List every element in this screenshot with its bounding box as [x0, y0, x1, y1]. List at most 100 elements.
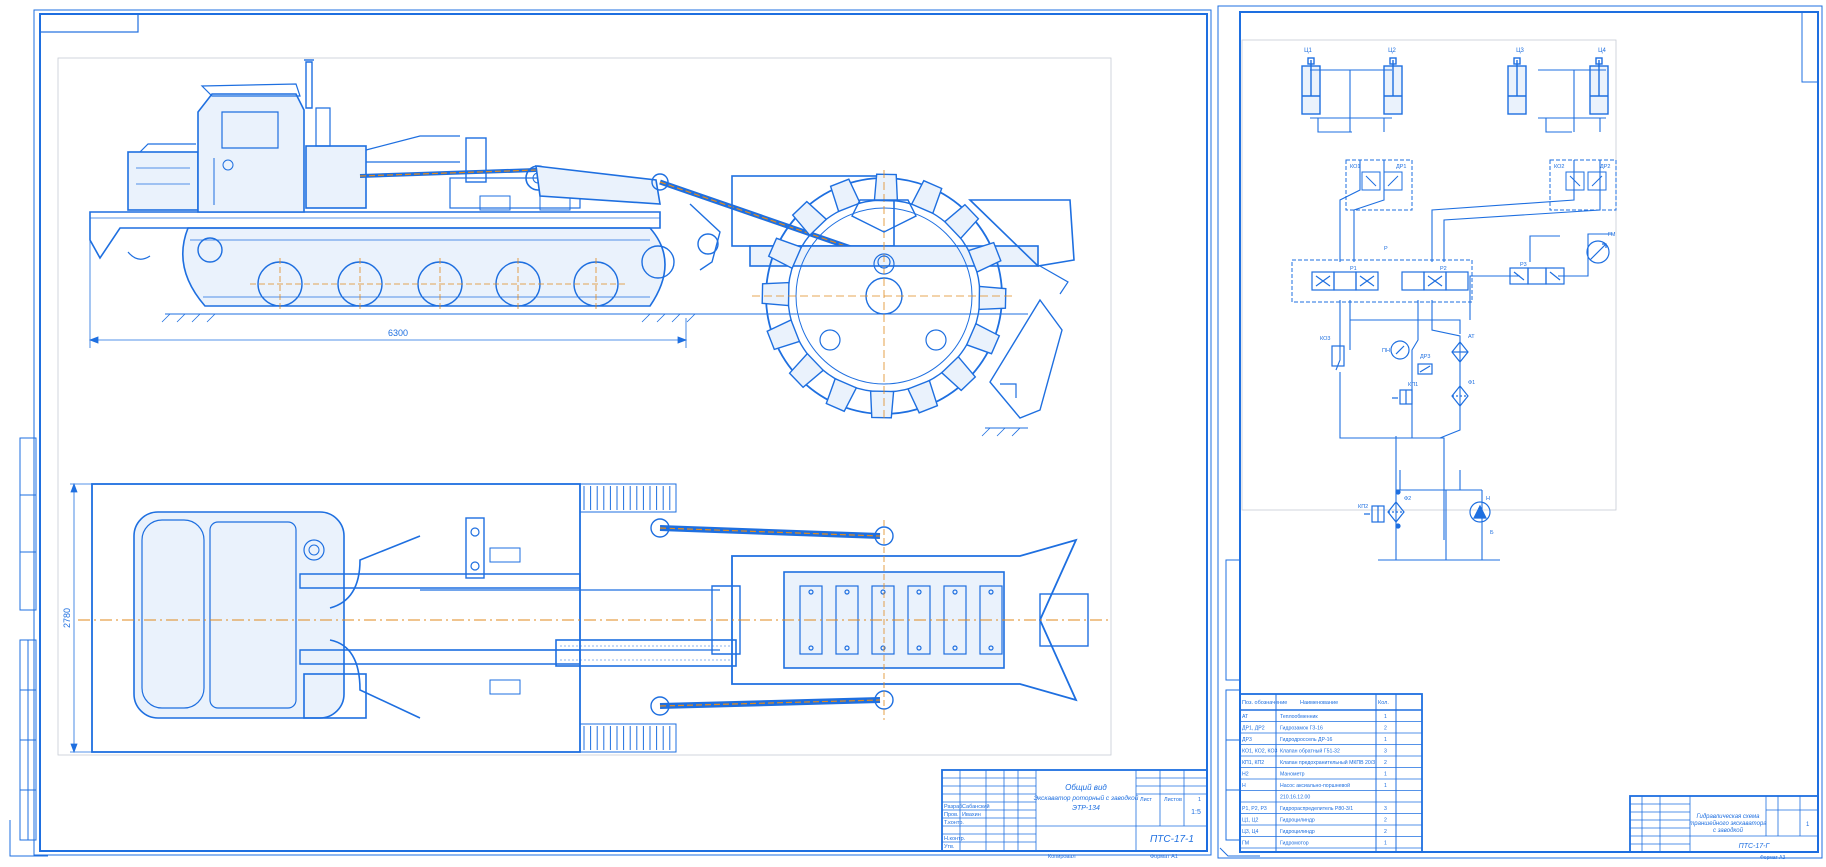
spec-cell: ДР3 [1242, 737, 1252, 743]
svg-text:Н.контр.: Н.контр. [944, 836, 966, 842]
slat-bolt [952, 589, 958, 595]
sheet-1-outer-border [33, 9, 1212, 856]
spec-cell: Теплообменник [1280, 714, 1318, 720]
title-1-line-2: Экскаватор роторный с заводкой [1034, 794, 1139, 802]
svg-text:Р1: Р1 [1350, 266, 1357, 272]
sheet-1[interactable]: 6300 [19, 9, 1212, 860]
dimension-length [88, 238, 688, 348]
svg-text:Р: Р [1384, 246, 1388, 252]
title-2-line-2: траншейного экскаватора [1689, 820, 1767, 827]
sheet-2-outer-border [1217, 5, 1823, 859]
spec-cell: 1 [1384, 737, 1387, 743]
slat-bolt [844, 589, 850, 595]
svg-text:Т.контр.: Т.контр. [944, 820, 964, 826]
top-view: 2780 [62, 482, 1110, 754]
spec-cell: Насос аксиально-поршневой [1280, 782, 1350, 789]
svg-text:Р2: Р2 [1440, 266, 1447, 272]
spec-cell: ГМ [1242, 841, 1249, 847]
spec-cell: ДР1, ДР2 [1242, 726, 1265, 732]
svg-text:Сабанский: Сабанский [962, 803, 990, 810]
rotor-bucket [766, 319, 801, 351]
title-2-line-3: с заводкой [1713, 827, 1744, 834]
boom [535, 165, 661, 205]
rotor-bucket [791, 200, 828, 237]
spec-headers: Поз. обозначение Наименование Кол. [1242, 700, 1389, 706]
spec-cell: Манометр [1280, 772, 1305, 778]
component-labels: КО3 ПН ДР3 АТ КП1 Ф1 КП2 Ф2 Н Б [1320, 334, 1494, 536]
valves-and-filters [1331, 340, 1491, 529]
cylinder-symbol [1589, 57, 1609, 115]
svg-text:Утв.: Утв. [944, 844, 955, 850]
slat-bolt [880, 589, 886, 595]
slat-bolt [916, 589, 922, 595]
rotor-bucket [825, 377, 858, 413]
rotor-bucket [873, 173, 899, 202]
spec-cell: КО1, КО2, КО3 [1242, 749, 1278, 755]
svg-text:ДР1: ДР1 [1396, 164, 1406, 170]
exhaust [305, 61, 313, 109]
svg-text:Наименование: Наименование [1300, 700, 1338, 706]
slat-bolt [988, 589, 994, 595]
motor-label: ГМ [1608, 232, 1616, 238]
sheet-1-top-stamp [39, 13, 139, 33]
title-1-sheet-label: Лист [1140, 797, 1152, 803]
distributor-group [1291, 259, 1565, 303]
spec-cell: Гидромотор [1280, 841, 1309, 847]
svg-text:Ивахин: Ивахин [962, 812, 981, 818]
spec-cell: 2 [1384, 829, 1387, 835]
title-block-2: Гидравлическая схема траншейного экскава… [1629, 795, 1819, 861]
spec-cell: Ц1, Ц2 [1242, 818, 1258, 824]
svg-text:КП1: КП1 [1408, 382, 1418, 388]
spec-cell: 1 [1384, 714, 1387, 720]
cabin-window [221, 111, 279, 149]
spec-cell: 3 [1384, 806, 1387, 812]
rotor-bucket [907, 379, 939, 414]
ucs-icon [9, 820, 1260, 857]
cylinder-labels: Ц1 Ц2 Ц3 Ц4 [1304, 48, 1606, 54]
svg-text:Ц1: Ц1 [1304, 48, 1312, 54]
svg-text:Н: Н [1486, 496, 1490, 502]
side-view: 6300 [88, 59, 1075, 437]
svg-text:КО1: КО1 [1350, 164, 1360, 170]
sheet-1-inner-frame [39, 13, 1208, 852]
svg-text:Ц2: Ц2 [1388, 48, 1396, 54]
title-1-line-3: ЭТР-134 [1072, 805, 1100, 812]
distributor-labels: Р Р1 Р2 Р3 [1350, 246, 1527, 272]
spec-cell: Гидрозамок ГЗ-16 [1280, 726, 1323, 732]
title-1-doc-code: ПТС-17-1 [1150, 834, 1194, 845]
svg-text:Б: Б [1490, 530, 1494, 536]
rotor-bucket [967, 241, 1002, 273]
spec-cell: Р1, Р2, Р3 [1242, 806, 1267, 812]
spec-cell: 1 [1384, 783, 1387, 789]
title-1-line-1: Общий вид [1065, 783, 1107, 792]
title-1-format: Формат А1 [1150, 854, 1178, 860]
rotor-bucket [910, 179, 943, 215]
svg-text:Ф1: Ф1 [1468, 380, 1475, 386]
spec-cell: 2 [1384, 726, 1387, 732]
dimension-length-label: 6300 [388, 328, 408, 338]
track-outline [182, 227, 666, 307]
title-1-sheets-count: 1 [1198, 797, 1201, 803]
rotor-bucket [940, 355, 977, 392]
slat-bolt [808, 589, 814, 595]
check-lock-groups [1345, 159, 1617, 211]
sheet-2[interactable]: Ц1 Ц2 Ц3 Ц4 [1217, 5, 1823, 861]
svg-text:Пров.: Пров. [944, 812, 959, 818]
spec-cell: 2 [1384, 818, 1387, 824]
slat-bolt [988, 645, 994, 651]
spec-cell: 3 [1384, 749, 1387, 755]
spec-cell: Клапан предохранительный МКПВ 20/3 [1280, 759, 1375, 766]
rotor-bucket [829, 178, 861, 213]
svg-text:Ф2: Ф2 [1404, 496, 1411, 502]
title-1-copy: Копировал [1048, 854, 1076, 860]
rotor-bucket [978, 285, 1007, 311]
rotor-bucket [965, 322, 1001, 355]
spec-cell: 2 [1384, 760, 1387, 766]
spec-cell: Гидродроссель ДР-16 [1280, 737, 1333, 743]
spec-cell: 210.16.12.00 [1280, 795, 1310, 801]
slat-bolt [808, 645, 814, 651]
dimension-width [70, 482, 92, 754]
